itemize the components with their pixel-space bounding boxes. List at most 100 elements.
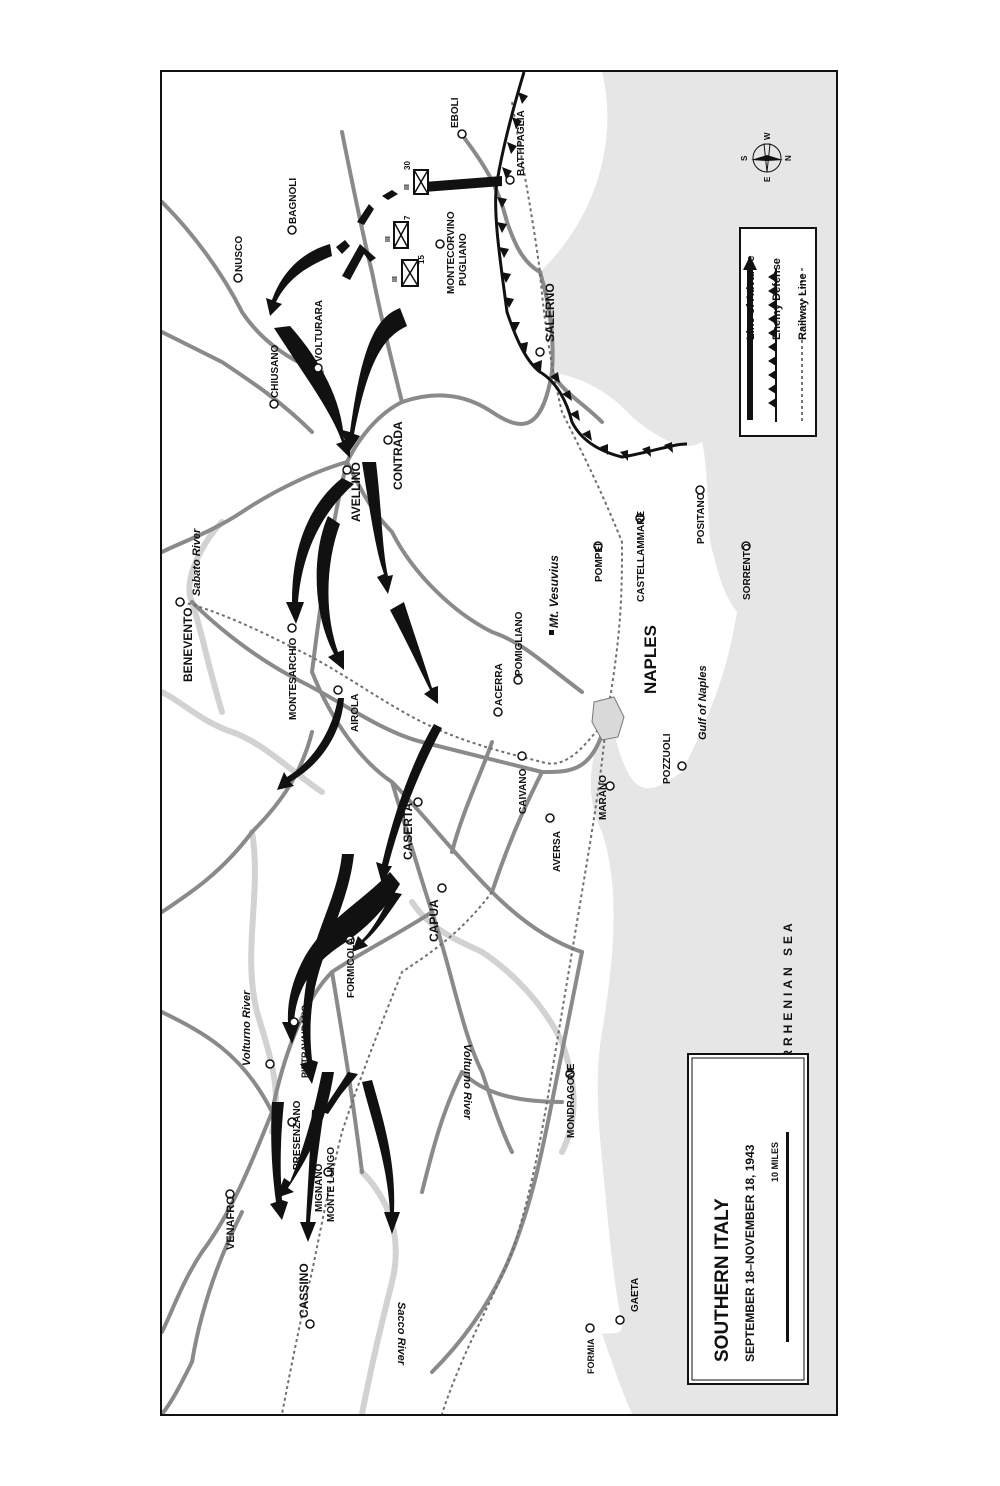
advance-arrow bbox=[274, 326, 350, 458]
town-pietravairano: PIETRAVAIRANO bbox=[300, 1005, 310, 1078]
town-marker bbox=[545, 813, 555, 823]
town-marker bbox=[345, 935, 355, 945]
town-presenzano: PRESENZANO bbox=[292, 1100, 303, 1170]
svg-text:III: III bbox=[404, 184, 411, 190]
advance-arrow bbox=[382, 190, 398, 200]
town-mignano: MIGNANO bbox=[314, 1163, 325, 1212]
advance-arrow bbox=[362, 1080, 400, 1234]
town-pomigliano: POMIGLIANO bbox=[514, 611, 525, 676]
map-title: SOUTHERN ITALY bbox=[712, 1198, 733, 1362]
advance-arrow bbox=[300, 854, 354, 1084]
unit-15: III 15 bbox=[392, 255, 426, 287]
rivers bbox=[162, 519, 577, 1414]
town-gaeta: GAETA bbox=[630, 1278, 641, 1312]
town-pozzuoli: POZZUOLI bbox=[662, 733, 673, 784]
title-box: SOUTHERN ITALY SEPTEMBER 18–NOVEMBER 18,… bbox=[687, 1053, 809, 1385]
advance-arrow bbox=[390, 602, 438, 704]
unit-7: III 7 bbox=[385, 215, 412, 249]
town-marker bbox=[269, 399, 279, 409]
advance-arrow bbox=[322, 1072, 358, 1114]
svg-text:W: W bbox=[763, 132, 772, 140]
legend-railway-label: Railway Line bbox=[797, 273, 809, 340]
town-montecorvino: MONTECORVINO bbox=[446, 211, 457, 294]
town-benevento: BENEVENTO bbox=[181, 608, 195, 682]
defense-teeth bbox=[497, 92, 673, 461]
town-marker bbox=[383, 435, 393, 445]
town-positano: POSITANO bbox=[696, 492, 707, 544]
advance-arrow bbox=[342, 244, 376, 280]
town-marker bbox=[585, 1323, 595, 1333]
town-marker bbox=[517, 751, 527, 761]
naples-urban bbox=[591, 696, 625, 741]
town-airola: AIROLA bbox=[350, 694, 361, 732]
advance-arrow bbox=[277, 698, 344, 790]
map-subtitle: SEPTEMBER 18–NOVEMBER 18, 1943 bbox=[743, 1144, 757, 1362]
svg-text:III: III bbox=[392, 276, 399, 282]
town-marker bbox=[741, 541, 751, 551]
advance-arrow bbox=[300, 1110, 324, 1242]
legend-advance-label: Line of Advance bbox=[745, 255, 757, 340]
advance-arrow bbox=[357, 204, 374, 225]
advance-arrow bbox=[266, 244, 332, 316]
advance-arrow bbox=[276, 1072, 334, 1198]
town-naples: NAPLES bbox=[641, 625, 660, 694]
town-marker bbox=[225, 1189, 235, 1199]
town-pompei: POMPEI bbox=[594, 543, 605, 582]
town-marker bbox=[457, 129, 467, 139]
label-volturno-east: Volturno River bbox=[461, 1044, 473, 1120]
town-marker bbox=[437, 883, 447, 893]
town-chiusano: CHIUSANO bbox=[270, 344, 281, 398]
town-markers bbox=[175, 129, 751, 1333]
town-marker bbox=[535, 347, 545, 357]
town-marker bbox=[513, 675, 523, 685]
town-marker bbox=[333, 685, 343, 695]
town-mondragone: MONDRAGONE bbox=[566, 1063, 577, 1138]
town-monte-lungo: MONTE LUNGO bbox=[326, 1147, 337, 1222]
town-marker bbox=[313, 363, 323, 373]
map-frame: III 30 III 7 III 15 bbox=[160, 70, 838, 1416]
railway bbox=[181, 101, 624, 1414]
town-castellammare: CASTELLAMMARE bbox=[636, 511, 647, 602]
advance-arrow bbox=[362, 462, 393, 594]
town-marker bbox=[233, 273, 243, 283]
town-marker bbox=[593, 541, 603, 551]
advance-arrow bbox=[424, 176, 502, 192]
svg-text:15: 15 bbox=[417, 255, 426, 264]
legend: Line of Advance Enemy Defense Railway Li… bbox=[739, 227, 817, 437]
town-caserta: CASERTA bbox=[401, 803, 415, 860]
scale-bar bbox=[786, 1132, 789, 1342]
label-sea: TYRRHENIAN SEA bbox=[781, 919, 795, 1082]
sacco-river bbox=[359, 1169, 399, 1414]
town-marker bbox=[323, 1167, 333, 1177]
town-marker bbox=[305, 1319, 315, 1329]
legend-defense-icon bbox=[768, 268, 777, 422]
town-marker bbox=[435, 239, 445, 249]
town-contrada: CONTRADA bbox=[391, 421, 405, 490]
vesuvius-marker bbox=[549, 630, 554, 635]
town-avellino: AVELLINO bbox=[349, 462, 363, 522]
feature-labels: Mt. Vesuvius Gulf of Naples TYRRHENIAN S… bbox=[191, 528, 795, 1366]
advance-arrows bbox=[266, 176, 502, 1242]
town-nusco: NUSCO bbox=[234, 236, 245, 272]
svg-text:30: 30 bbox=[403, 161, 412, 170]
legend-defense-label: Enemy Defense bbox=[771, 258, 783, 340]
svg-text:N: N bbox=[784, 155, 793, 161]
town-marker bbox=[342, 465, 352, 475]
town-marker bbox=[175, 597, 185, 607]
town-bagnoli: BAGNOLI bbox=[288, 178, 299, 224]
town-marker bbox=[615, 1315, 625, 1325]
town-marker bbox=[493, 707, 503, 717]
label-vesuvius: Mt. Vesuvius bbox=[547, 555, 561, 628]
town-sorrento: SORRENTO bbox=[742, 543, 753, 600]
town-cassino: CASSINO bbox=[297, 1263, 311, 1318]
label-gulf: Gulf of Naples bbox=[697, 665, 709, 740]
town-formia: FORMIA bbox=[586, 1338, 596, 1374]
town-marker bbox=[287, 623, 297, 633]
svg-text:III: III bbox=[385, 236, 392, 242]
svg-text:E: E bbox=[763, 176, 772, 182]
label-volturno-west: Volturno River bbox=[241, 990, 253, 1066]
advance-arrow bbox=[270, 1102, 288, 1220]
town-marker bbox=[287, 225, 297, 235]
town-marker bbox=[289, 1017, 299, 1027]
town-pugliano: PUGLIANO bbox=[458, 233, 469, 286]
